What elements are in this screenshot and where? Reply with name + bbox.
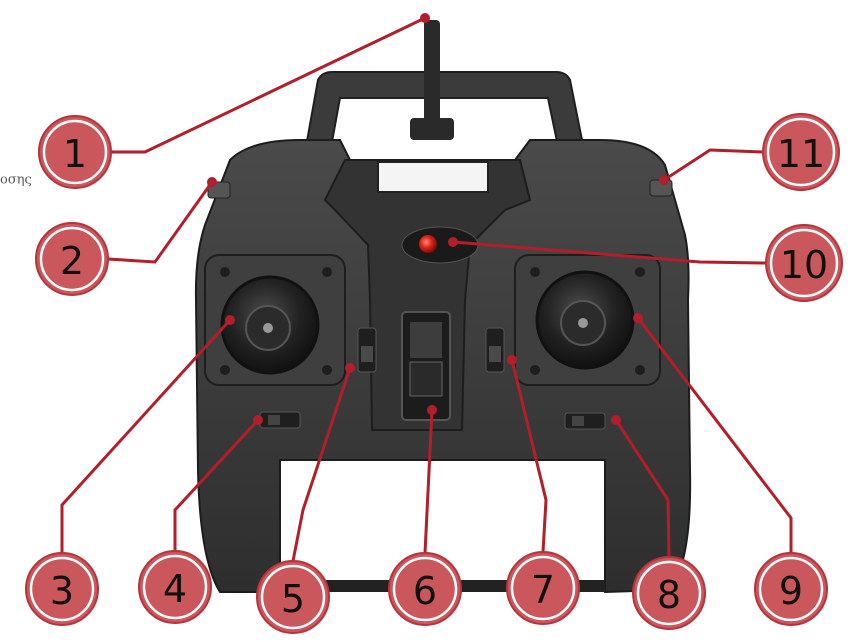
callout-11-label: 11 <box>777 132 825 176</box>
callout-8-anchor-dot <box>611 415 621 425</box>
screw <box>635 267 645 277</box>
callout-2-anchor-dot <box>207 177 217 187</box>
callout-6-label: 6 <box>413 569 437 613</box>
callout-4-anchor-dot <box>253 415 263 425</box>
left-trim-knob <box>268 415 280 425</box>
right-side-switch-knob <box>489 346 501 362</box>
callout-9-label: 9 <box>779 569 803 613</box>
callout-10-label: 10 <box>780 243 828 287</box>
power-switch-knob <box>410 362 442 396</box>
power-switch-top <box>410 322 442 358</box>
screw <box>530 365 540 375</box>
callout-2-leader-line <box>108 182 212 262</box>
callout-8-label: 8 <box>657 573 681 617</box>
callout-9-anchor-dot <box>633 313 643 323</box>
callout-3-anchor-dot <box>225 315 235 325</box>
callout-1-label: 1 <box>63 132 87 176</box>
callout-3-label: 3 <box>50 569 74 613</box>
callout-1-anchor-dot <box>420 13 430 23</box>
right-trim-knob <box>572 416 584 426</box>
right-trim-slider[interactable] <box>565 413 605 429</box>
screw <box>530 267 540 277</box>
callout-7-label: 7 <box>531 568 555 612</box>
right-joystick-center <box>578 318 588 328</box>
callout-5-anchor-dot <box>345 363 355 373</box>
screw <box>220 365 230 375</box>
power-led-housing <box>402 227 478 263</box>
callout-10-anchor-dot <box>448 237 458 247</box>
callout-11-leader-line <box>664 150 763 180</box>
controller-body <box>196 20 690 592</box>
callout-7-anchor-dot <box>507 355 517 365</box>
screw <box>220 267 230 277</box>
label-window <box>378 162 488 192</box>
screw <box>322 365 332 375</box>
screw <box>635 365 645 375</box>
callout-6-anchor-dot <box>427 405 437 415</box>
screw <box>322 267 332 277</box>
callout-11: 11 <box>659 114 839 190</box>
callout-5-label: 5 <box>281 577 305 621</box>
antenna <box>424 20 440 130</box>
antenna-base <box>410 118 454 140</box>
callout-2-label: 2 <box>60 239 84 283</box>
callout-2: 2 <box>36 177 217 295</box>
callout-4-label: 4 <box>163 567 187 611</box>
left-side-switch-knob <box>361 346 373 362</box>
left-joystick-center <box>263 323 273 333</box>
callout-11-anchor-dot <box>659 175 669 185</box>
power-led <box>419 235 437 253</box>
